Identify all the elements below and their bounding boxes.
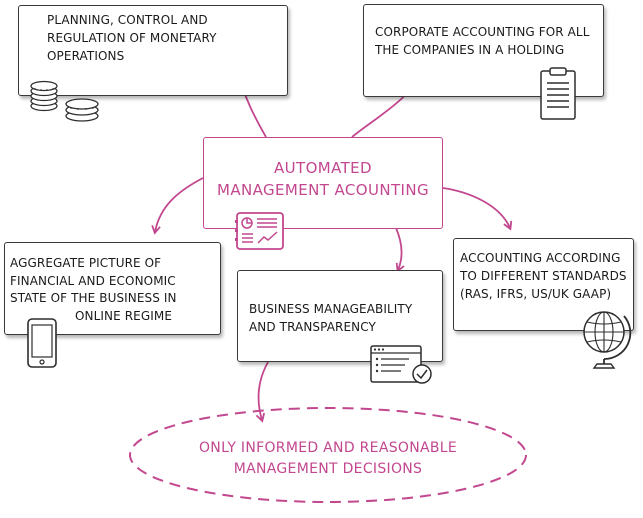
clipboard-icon (540, 67, 576, 120)
arrow-to-decision (255, 361, 269, 423)
decision-line1: ONLY INFORMED AND REASONABLE (198, 440, 458, 456)
decision-line2: MANAGEMENT DECISIONS (233, 461, 423, 477)
standards-text-line1: ACCOUNTING ACCORDING (460, 251, 621, 265)
arrow-to-aggregate (151, 177, 204, 235)
center-title-line1: AUTOMATED (273, 159, 373, 177)
manageability-text-line1: BUSINESS MANAGEABILITY (249, 302, 413, 316)
aggregate-text-line1: AGGREGATE PICTURE OF (10, 256, 162, 270)
planning-text-line1: PLANNING, CONTROL AND (47, 13, 208, 27)
report-icon (235, 212, 284, 250)
smartphone-icon (27, 318, 57, 368)
corporate-text-line2: THE COMPANIES IN A HOLDING (375, 43, 565, 57)
manageability-text-line2: AND TRANSPARENCY (249, 320, 376, 334)
aggregate-text-line4: ONLINE REGIME (75, 309, 173, 323)
center-title-line2: MANAGEMENT ACOUNTING (216, 181, 429, 199)
arrow-to-standards (442, 187, 513, 231)
coins-icon (30, 80, 99, 122)
planning-box (18, 5, 288, 96)
arrow-to-manageability (395, 227, 405, 273)
aggregate-text-line3: STATE OF THE BUSINESS IN (10, 291, 177, 305)
standards-text-line3: (RAS, IFRS, US/UK GAAP) (460, 287, 612, 301)
standards-text-line2: TO DIFFERENT STANDARDS (460, 269, 627, 283)
planning-text-line3: OPERATIONS (47, 49, 125, 63)
globe-icon (583, 311, 632, 369)
planning-text-line2: REGULATION OF MONETARY (47, 31, 217, 45)
aggregate-text-line2: FINANCIAL AND ECONOMIC (10, 274, 176, 288)
corporate-text-line1: CORPORATE ACCOUNTING FOR ALL (375, 25, 590, 39)
browser-checklist-icon (370, 345, 432, 384)
